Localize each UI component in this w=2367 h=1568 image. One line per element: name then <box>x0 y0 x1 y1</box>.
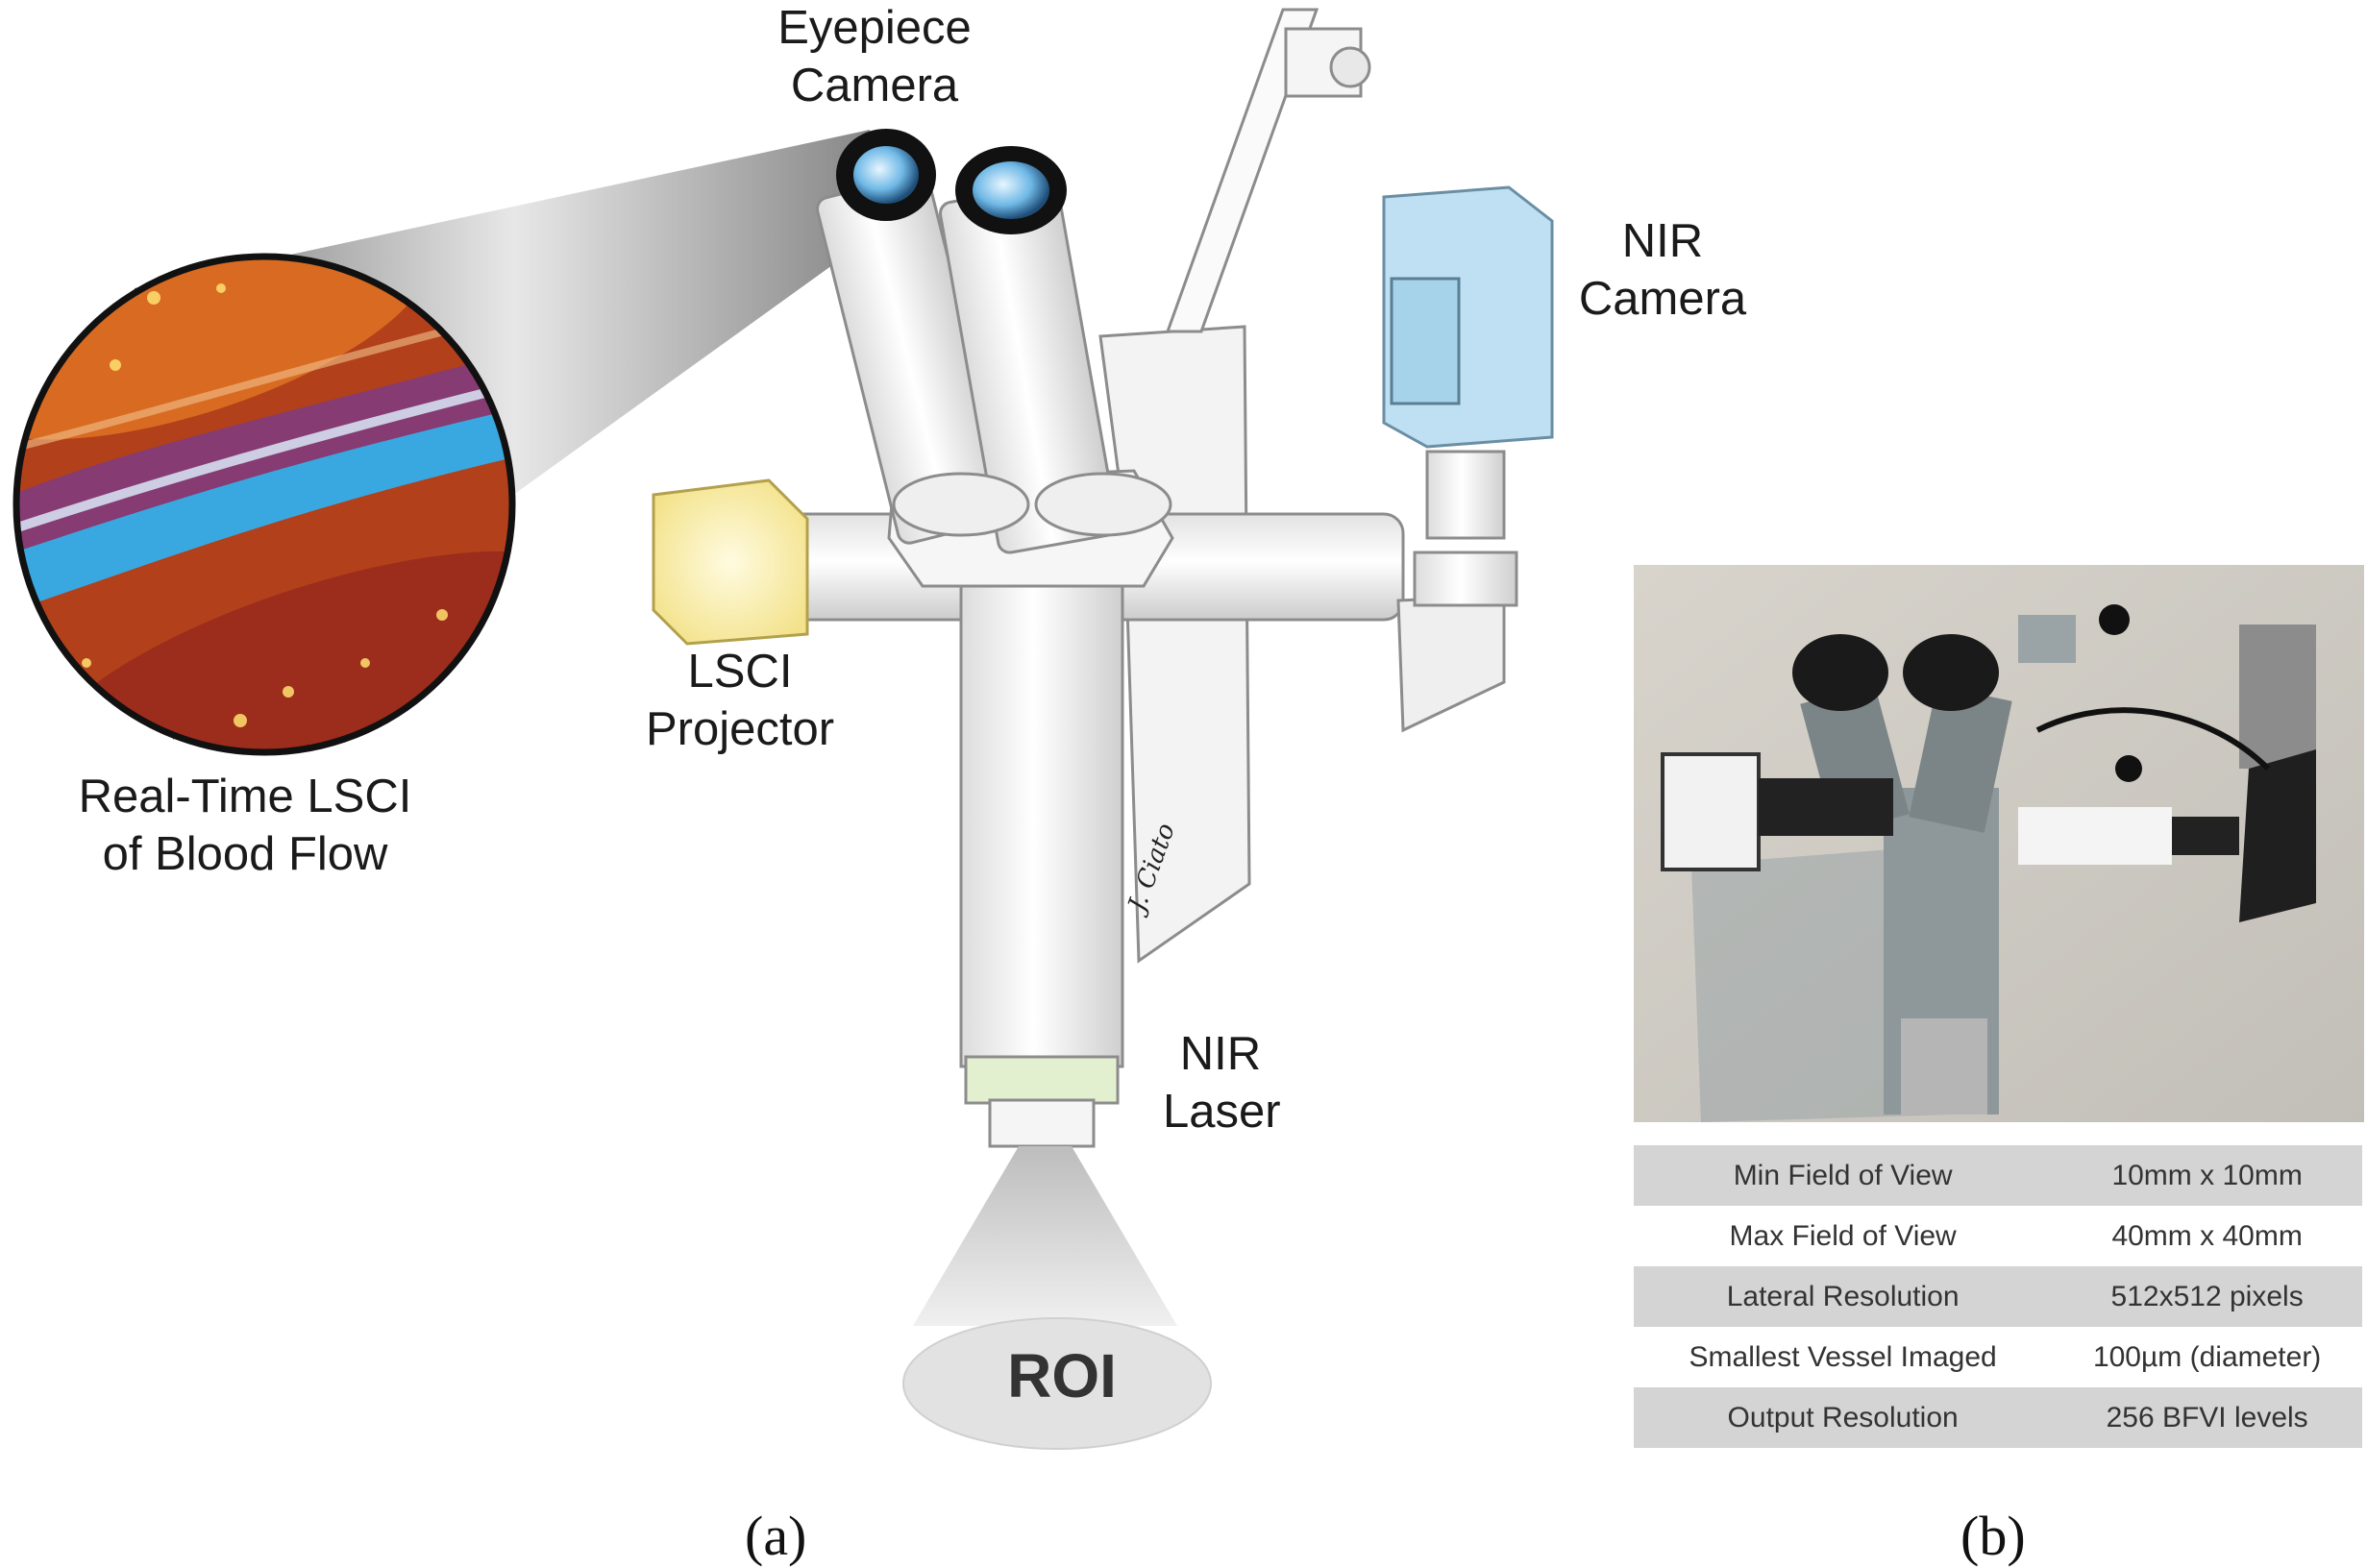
arm-knob <box>1329 46 1371 88</box>
label-line: Laser <box>1163 1085 1281 1138</box>
nir-camera-window <box>1390 277 1461 405</box>
spec-row-max-fov: Max Field of View 40mm x 40mm <box>1634 1206 2362 1266</box>
microscope-photo <box>1634 565 2364 1122</box>
nir-camera-collar <box>1413 551 1518 607</box>
spec-value: 100µm (diameter) <box>2092 1340 2322 1373</box>
spec-name: Lateral Resolution <box>1634 1266 2053 1327</box>
prism-housing <box>1396 594 1506 733</box>
spec-name: Smallest Vessel Imaged <box>1689 1340 1997 1373</box>
left-eyepiece-base <box>892 472 1030 537</box>
label-eyepiece-camera: Eyepiece Camera <box>754 0 995 115</box>
roi-ellipse <box>902 1317 1212 1450</box>
label-line: Eyepiece <box>777 2 972 54</box>
spec-value: 256 BFVI levels <box>2052 1387 2362 1448</box>
lsci-blood-flow-view <box>16 257 512 752</box>
nir-camera-mount <box>1425 450 1506 540</box>
label-lsci-projector: LSCI Projector <box>615 644 865 759</box>
spec-value: 10mm x 10mm <box>2052 1145 2362 1206</box>
label-nir-camera: NIR Camera <box>1557 213 1768 329</box>
spec-row-smallest-vessel: Smallest Vessel Imaged 100µm (diameter) <box>1634 1327 2362 1387</box>
label-line: LSCI <box>687 646 793 698</box>
panel-b-caption: (b) <box>1960 1505 2026 1567</box>
spec-value: 40mm x 40mm <box>2111 1219 2303 1252</box>
label-line: Camera <box>1578 272 1747 325</box>
laser-beam <box>913 1146 1177 1326</box>
label-realtime-lsci: Real-Time LSCI of Blood Flow <box>38 769 452 884</box>
spec-name: Output Resolution <box>1634 1387 2053 1448</box>
spec-name: Min Field of View <box>1634 1145 2053 1206</box>
spec-value: 512x512 pixels <box>2052 1266 2362 1327</box>
spec-table: Min Field of View 10mm x 10mm Max Field … <box>1634 1145 2362 1448</box>
label-line: of Blood Flow <box>102 827 388 880</box>
label-line: Real-Time LSCI <box>78 771 412 822</box>
spec-row-output-resolution: Output Resolution 256 BFVI levels <box>1634 1387 2362 1448</box>
roi-label: ROI <box>1007 1341 1117 1410</box>
support-arm <box>1165 8 1319 333</box>
label-line: NIR <box>1179 1028 1262 1080</box>
spec-row-lateral-resolution: Lateral Resolution 512x512 pixels <box>1634 1266 2362 1327</box>
panel-a-caption: (a) <box>745 1505 807 1567</box>
spec-name: Max Field of View <box>1729 1219 1957 1252</box>
lsci-projector <box>652 478 809 646</box>
label-line: NIR <box>1621 215 1704 267</box>
column-base-ring <box>964 1055 1120 1105</box>
right-eyepiece-base <box>1034 472 1172 537</box>
label-nir-laser: NIR Laser <box>1163 1026 1281 1141</box>
lsci-view-border <box>12 253 516 756</box>
label-line: Projector <box>645 702 835 755</box>
label-line: Camera <box>790 59 959 111</box>
main-column <box>959 575 1124 1068</box>
objective-nozzle <box>988 1098 1096 1148</box>
spec-row-min-fov: Min Field of View 10mm x 10mm <box>1634 1145 2362 1206</box>
